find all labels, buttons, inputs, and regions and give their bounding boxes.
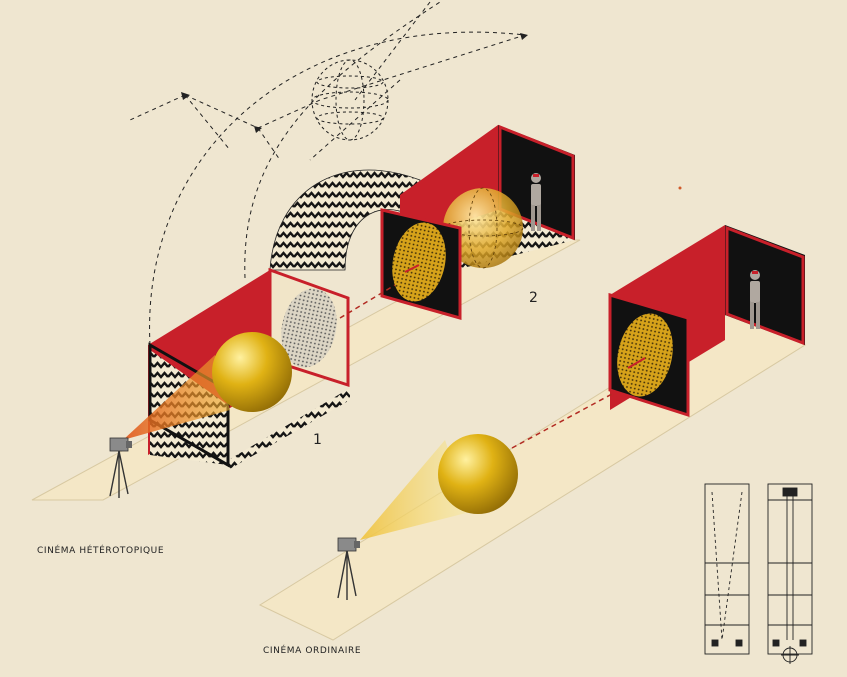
marker-2: 2 — [529, 290, 538, 306]
marker-1: 1 — [313, 432, 322, 448]
label-heterotopic: CINÉMA HÉTÉROTOPIQUE — [37, 544, 164, 556]
label-ordinary: CINÉMA ORDINAIRE — [263, 644, 361, 656]
sphere-ordinary — [438, 434, 518, 514]
paper-speck — [679, 187, 682, 190]
sphere-room1 — [212, 332, 292, 412]
